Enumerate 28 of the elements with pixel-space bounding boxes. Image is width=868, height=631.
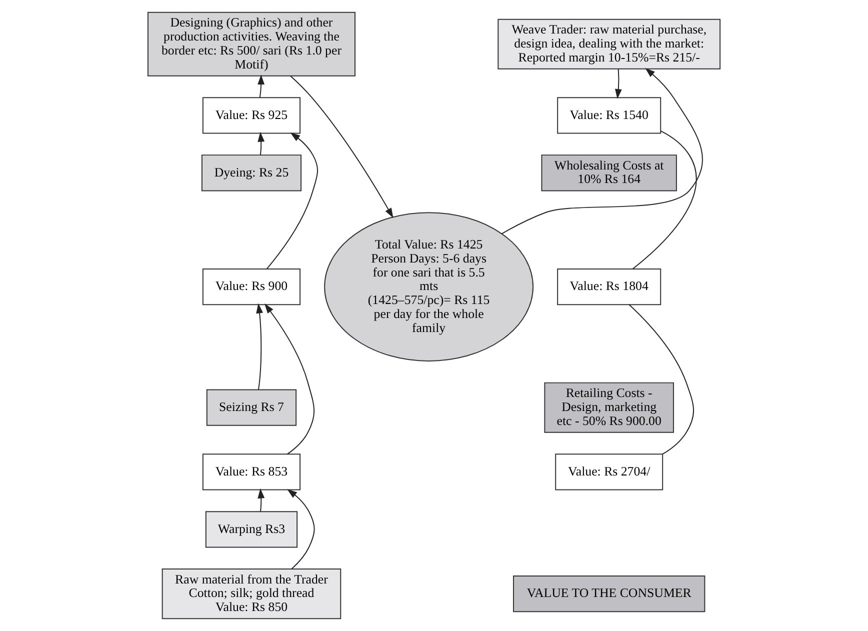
node-box: Weave Trader: raw material purchase, design idea, dealing with the market: Reported margin 10-15%=Rs 215/- [498, 18, 721, 70]
node-box: Value: Rs 853 [202, 454, 301, 490]
node-box: Value: Rs 900 [202, 268, 301, 306]
arrow [290, 75, 394, 218]
node-box: Value: Rs 1540 [557, 97, 662, 134]
arrow [258, 488, 265, 512]
arrow [258, 132, 265, 156]
node-box: Seizing Rs 7 [206, 389, 297, 426]
connector [628, 304, 694, 455]
node-box: Designing (Graphics) and other production activities. Weaving the border etc: Rs 500/ sari (Rs 1.0 per Motif) [147, 12, 356, 76]
arrow [264, 303, 315, 455]
arrow [615, 68, 622, 100]
node-box: Value: Rs 1804 [557, 268, 662, 306]
arrow [258, 74, 265, 98]
node-box: Raw material from the Trader Cotton; silk; gold thread Value: Rs 850 [162, 568, 342, 620]
node-box: VALUE TO THE CONSUMER [513, 576, 706, 612]
connector [632, 130, 697, 270]
node-box: Retailing Costs - Design, marketing etc - 50% Rs 900.00 [544, 382, 674, 433]
node-box: Value: Rs 925 [202, 97, 301, 134]
arrow [287, 489, 315, 570]
node-box: Value: Rs 2704/ [555, 454, 664, 490]
node-ellipse: Total Value: Rs 1425 Person Days: 5-6 days for one sari that is 5.5 mts (1425–575/pc)= Rs 115 per day for the whole family [324, 212, 534, 362]
node-box: Wholesaling Costs at 10% Rs 164 [541, 154, 677, 192]
node-box: Warping Rs3 [205, 511, 298, 548]
arrow [266, 132, 318, 270]
arrow [501, 68, 703, 234]
arrow [256, 303, 264, 390]
node-box: Dyeing: Rs 25 [201, 154, 302, 192]
